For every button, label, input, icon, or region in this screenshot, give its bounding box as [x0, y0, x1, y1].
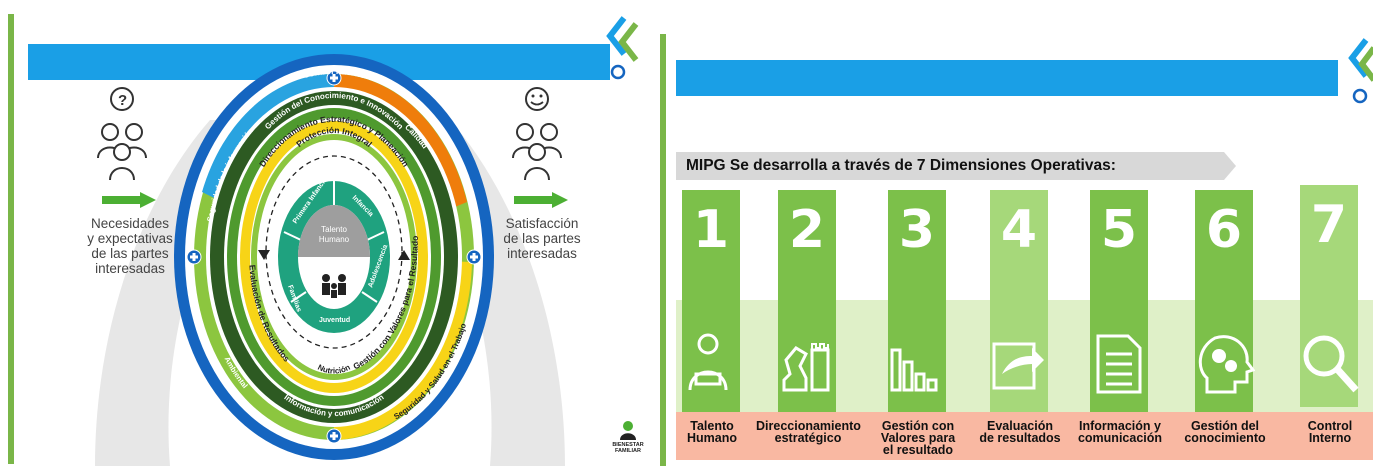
svg-text:Control Interno: Control Interno — [302, 66, 367, 80]
bienestar-familiar-logo-icon — [620, 421, 636, 440]
dimension-column-4 — [990, 190, 1048, 412]
dimension-number: 6 — [1205, 200, 1243, 260]
dimension-number: 3 — [898, 200, 936, 260]
control-interno-label: Control Interno — [302, 66, 367, 80]
smile-people-icon — [512, 87, 562, 181]
talento-humano-line1: Talento — [321, 225, 347, 234]
satisfaccion-text: Satisfacción de las partes interesadas — [503, 216, 581, 261]
title-bar — [676, 60, 1338, 96]
heading-ribbon — [676, 152, 1236, 180]
icbf-logo-icon — [606, 16, 639, 80]
right-slide: MIPG Se desarrolla a través de 7 Dimensi… — [660, 0, 1373, 466]
family-icon — [322, 274, 346, 298]
slide-accent-bar — [8, 14, 14, 464]
necesidades-text: Necesidades y expectativas de las partes… — [87, 216, 173, 276]
heading-text: MIPG Se desarrolla a través de 7 Dimensi… — [686, 157, 1116, 174]
arrow-right-icon — [102, 192, 156, 208]
dimension-number: 4 — [1000, 200, 1038, 260]
question-people-icon: ? — [97, 87, 147, 181]
dimension-number: 7 — [1310, 195, 1348, 255]
chess-pieces-icon — [782, 343, 830, 392]
icbf-logo-icon — [1348, 38, 1373, 104]
bar-chart-icon — [890, 348, 938, 392]
head-gears-icon — [1198, 335, 1255, 394]
person-reading-icon — [688, 333, 728, 391]
talento-humano-line2: Humano — [319, 235, 350, 244]
dimension-number: 5 — [1100, 200, 1138, 260]
bienestar-familiar-text: BIENESTAR FAMILIAR — [612, 442, 644, 454]
svg-text:Nutrición: Nutrición — [316, 363, 351, 376]
juventud-label: Juventud — [319, 317, 350, 324]
nutricion-label: Nutrición — [316, 363, 351, 376]
svg-text:?: ? — [118, 92, 127, 109]
text-document-icon — [1096, 334, 1142, 394]
dimension-number: 1 — [692, 200, 730, 260]
slide-accent-bar — [660, 34, 666, 466]
left-slide: ? Necesidades y expectativas de las part… — [0, 0, 660, 466]
dimension-number: 2 — [788, 200, 826, 260]
export-document-icon — [992, 342, 1044, 390]
arrow-right-icon — [514, 192, 568, 208]
mipg-ring-diagram: Control Interno Seguridad de la informac… — [174, 54, 494, 460]
caption-band — [676, 412, 1373, 460]
magnifier-icon — [1303, 335, 1359, 393]
